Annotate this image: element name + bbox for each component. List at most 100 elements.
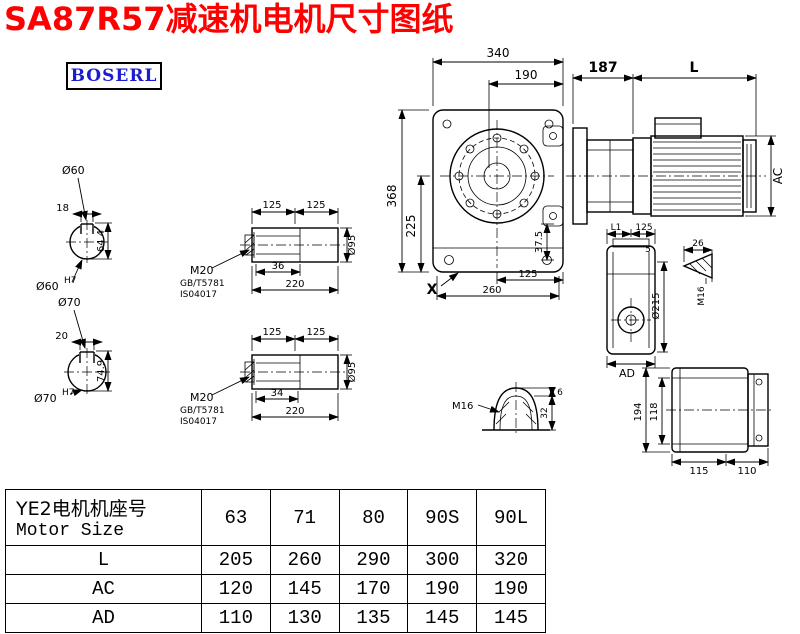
motor-rear-view: 194 118 115 110 [633,367,774,477]
table-row-AC: AC 120 145 170 190 190 [5,574,546,604]
motor-size-table: YE2电机机座号 Motor Size 63 71 80 90S 90L L 2… [5,489,546,633]
dim-194: 194 [633,402,644,421]
dim-125-a1: 125 [262,200,281,211]
shaft-detail-bottom-geometry [211,335,352,421]
dim-260: 260 [482,285,501,296]
motor-size-63: 63 [201,489,271,546]
dim-115: 115 [689,466,708,477]
dim-37-5: 37.5 [534,231,545,253]
gearbox-side-geometry [606,229,668,368]
gearbox-front-geometry [432,109,564,273]
table-cell: 320 [476,545,546,575]
gearbox-front-view: 340 190 368 225 37.5 125 260 X [385,46,564,300]
motor-geometry [566,117,766,225]
dim-110: 110 [737,466,756,477]
row-label-L: L [5,545,202,575]
dim-5: 5 [645,245,651,255]
motor-size-80: 80 [338,489,409,546]
shaft-detail-top-geometry [211,208,352,294]
dim-118: 118 [649,402,660,421]
table-header-cn: YE2电机机座号 [16,498,147,520]
shaft-detail-bottom: 125 125 34 220 Ø95 M20 GB/T5781 IS04017 [180,327,358,427]
thread-callout-b: M20 [190,391,214,404]
gearbox-side-view: L1 125 5 Ø215 AD [606,223,668,380]
dim-125-bottom: 125 [518,269,537,280]
standard-iso-a: IS04017 [180,290,217,300]
motor-side-view: 187 L AC [566,60,785,225]
page-title: SA87R57减速机电机尺寸图纸 [4,0,454,38]
view-x-label: X [427,282,438,298]
row-label-AC: AC [5,574,202,604]
shaft-detail-top: 125 125 36 220 Ø95 M20 GB/T5781 IS04017 [180,200,358,300]
shaft-tip-geometry [682,246,713,284]
dim-225: 225 [404,215,418,238]
dim-340: 340 [487,46,510,60]
dim-AD: AD [619,367,635,380]
thread-callout-a: M20 [190,264,214,277]
table-cell: 290 [338,545,409,575]
dim-6: 6 [557,388,563,398]
standard-iso-b: IS04017 [180,417,217,427]
thread-m16-plug: M16 [452,401,473,412]
bore-60-label: Ø60 [36,280,59,293]
table-cell: 170 [338,574,409,604]
shaft-end-view-70: 20 74.9 Ø70 Ø70 H7 [34,296,112,405]
dia-60-label: Ø60 [62,164,85,177]
bore-70-tolerance: H7 [62,388,75,398]
table-cell: 300 [407,545,478,575]
table-cell: 205 [201,545,271,575]
row-label-AD: AD [5,603,202,633]
table-header-en: Motor Size [16,521,125,541]
boserl-logo-text: BOSERL [70,66,158,86]
table-cell: 145 [269,574,340,604]
shaft-end-60-geometry [66,177,112,283]
standard-gb-a: GB/T5781 [180,279,225,289]
dim-220-b: 220 [285,406,304,417]
table-cell: 190 [476,574,546,604]
dim-187: 187 [588,60,617,76]
motor-size-71: 71 [269,489,340,546]
table-cell: 145 [407,603,478,633]
dia-70-label: Ø70 [58,296,81,309]
dim-AC: AC [771,168,785,184]
dim-368: 368 [385,185,399,208]
dia-95-a: Ø95 [346,235,358,256]
dim-190: 190 [515,68,538,82]
dim-L1: L1 [611,223,622,233]
dim-key-width-18: 18 [56,203,69,214]
motor-rear-geometry [642,367,774,466]
dim-34: 34 [271,388,284,399]
dim-36: 36 [272,261,285,272]
dim-220-a: 220 [285,279,304,290]
table-row-L: L 205 260 290 300 320 [5,545,546,575]
dim-125-b1: 125 [262,327,281,338]
dim-125-side: 125 [635,223,652,233]
dim-32: 32 [540,407,550,418]
shaft-end-70-geometry [64,309,112,397]
boserl-logo: BOSERL [66,62,162,90]
table-cell: 120 [201,574,271,604]
plug-geometry [477,382,556,436]
table-cell: 260 [269,545,340,575]
table-cell: 110 [201,603,271,633]
bore-60-tolerance: H7 [64,276,77,286]
plug-detail: M16 6 32 [452,382,563,436]
dim-key-width-20: 20 [55,331,68,342]
thread-m16-tip: M16 [697,286,707,305]
motor-size-90l: 90L [476,489,546,546]
dim-L: L [690,60,699,76]
dim-125-a2: 125 [306,200,325,211]
table-header-cell: YE2电机机座号 Motor Size [5,489,202,546]
table-row-AD: AD 110 130 135 145 145 [5,603,546,633]
motor-size-90s: 90S [407,489,478,546]
shaft-tip-detail: 26 M16 [682,239,713,306]
dia-215: Ø215 [650,293,662,320]
dim-64-4: 64.4 [96,230,107,252]
shaft-end-view-60: 18 64.4 Ø60 Ø60 H7 [36,164,112,293]
dim-74-9: 74.9 [96,360,107,382]
table-cell: 190 [407,574,478,604]
gearbox-front-dimension-lines [398,58,564,300]
standard-gb-b: GB/T5781 [180,406,225,416]
table-header-row: YE2电机机座号 Motor Size 63 71 80 90S 90L [5,489,546,546]
motor-dimension-lines [572,74,776,217]
